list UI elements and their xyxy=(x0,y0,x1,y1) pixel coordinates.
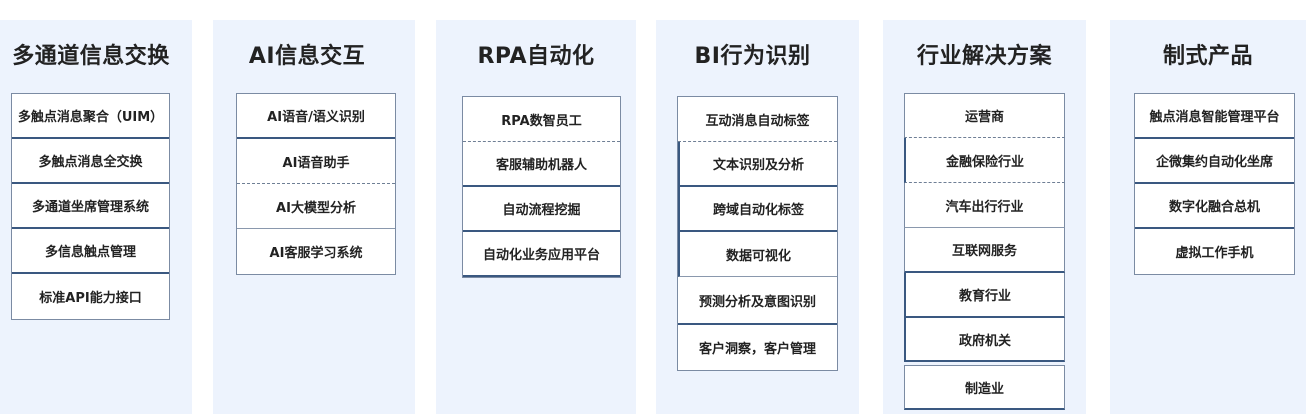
item-api-interface[interactable]: 标准API能力接口 xyxy=(12,274,169,319)
item-stack: 多触点消息聚合（UIM） 多触点消息全交换 多通道坐席管理系统 多信息触点管理 … xyxy=(11,93,170,320)
column-ai-interaction: AI信息交互 AI语音/语义识别 AI语音助手 AI大模型分析 AI客服学习系统 xyxy=(213,20,415,414)
item-seat-management[interactable]: 多通道坐席管理系统 xyxy=(12,184,169,229)
column-title: AI信息交互 xyxy=(248,44,366,69)
item-predictive-analysis[interactable]: 预测分析及意图识别 xyxy=(678,277,837,325)
column-title: 多通道信息交换 xyxy=(12,44,170,69)
item-digital-switchboard[interactable]: 数字化融合总机 xyxy=(1135,184,1294,229)
item-service-bot[interactable]: 客服辅助机器人 xyxy=(463,142,620,187)
item-message-exchange[interactable]: 多触点消息全交换 xyxy=(12,139,169,184)
item-auto-tagging[interactable]: 互动消息自动标签 xyxy=(678,97,837,142)
column-title: RPA自动化 xyxy=(477,44,595,69)
column-rpa: RPA自动化 RPA数智员工 客服辅助机器人 自动流程挖掘 自动化业务应用平台 xyxy=(436,20,636,414)
item-stack: 触点消息智能管理平台 企微集约自动化坐席 数字化融合总机 虚拟工作手机 xyxy=(1134,93,1295,275)
item-stack: 运营商 金融保险行业 汽车出行行业 互联网服务 教育行业 政府机关 制造业 xyxy=(904,93,1065,410)
item-ai-speech-recognition[interactable]: AI语音/语义识别 xyxy=(237,94,395,139)
item-data-visualization[interactable]: 数据可视化 xyxy=(678,232,837,277)
item-stack: RPA数智员工 客服辅助机器人 自动流程挖掘 自动化业务应用平台 xyxy=(462,96,621,278)
column-title: BI行为识别 xyxy=(694,44,811,69)
item-automotive[interactable]: 汽车出行行业 xyxy=(904,183,1065,228)
item-ai-model-analysis[interactable]: AI大模型分析 xyxy=(237,184,395,229)
item-virtual-phone[interactable]: 虚拟工作手机 xyxy=(1135,229,1294,274)
column-industry-solutions: 行业解决方案 运营商 金融保险行业 汽车出行行业 互联网服务 教育行业 政府机关… xyxy=(883,20,1086,414)
item-cross-domain-tagging[interactable]: 跨域自动化标签 xyxy=(678,187,837,232)
item-stack: 互动消息自动标签 文本识别及分析 跨域自动化标签 数据可视化 预测分析及意图识别… xyxy=(677,96,838,371)
column-bi: BI行为识别 互动消息自动标签 文本识别及分析 跨域自动化标签 数据可视化 预测… xyxy=(656,20,859,414)
item-government[interactable]: 政府机关 xyxy=(904,318,1065,362)
item-touchpoint-management[interactable]: 多信息触点管理 xyxy=(12,229,169,274)
item-operator[interactable]: 运营商 xyxy=(904,93,1065,138)
item-automation-platform[interactable]: 自动化业务应用平台 xyxy=(463,232,620,277)
item-ai-learning-system[interactable]: AI客服学习系统 xyxy=(237,229,395,274)
item-finance-insurance[interactable]: 金融保险行业 xyxy=(904,138,1065,183)
item-process-mining[interactable]: 自动流程挖掘 xyxy=(463,187,620,232)
column-title: 制式产品 xyxy=(1162,44,1253,69)
item-uim-aggregation[interactable]: 多触点消息聚合（UIM） xyxy=(12,94,169,139)
item-wecom-seat[interactable]: 企微集约自动化坐席 xyxy=(1135,139,1294,184)
item-customer-insight[interactable]: 客户洞察，客户管理 xyxy=(678,325,837,370)
item-manufacturing[interactable]: 制造业 xyxy=(904,365,1065,410)
item-stack: AI语音/语义识别 AI语音助手 AI大模型分析 AI客服学习系统 xyxy=(236,93,396,275)
column-multichannel: 多通道信息交换 多触点消息聚合（UIM） 多触点消息全交换 多通道坐席管理系统 … xyxy=(0,20,192,414)
item-text-analysis[interactable]: 文本识别及分析 xyxy=(678,142,837,187)
item-education[interactable]: 教育行业 xyxy=(904,273,1065,318)
column-standard-products: 制式产品 触点消息智能管理平台 企微集约自动化坐席 数字化融合总机 虚拟工作手机 xyxy=(1110,20,1306,414)
item-touchpoint-platform[interactable]: 触点消息智能管理平台 xyxy=(1135,94,1294,139)
item-ai-voice-assistant[interactable]: AI语音助手 xyxy=(237,139,395,184)
item-internet-services[interactable]: 互联网服务 xyxy=(904,228,1065,273)
column-title: 行业解决方案 xyxy=(916,44,1052,69)
item-rpa-digital-worker[interactable]: RPA数智员工 xyxy=(463,97,620,142)
